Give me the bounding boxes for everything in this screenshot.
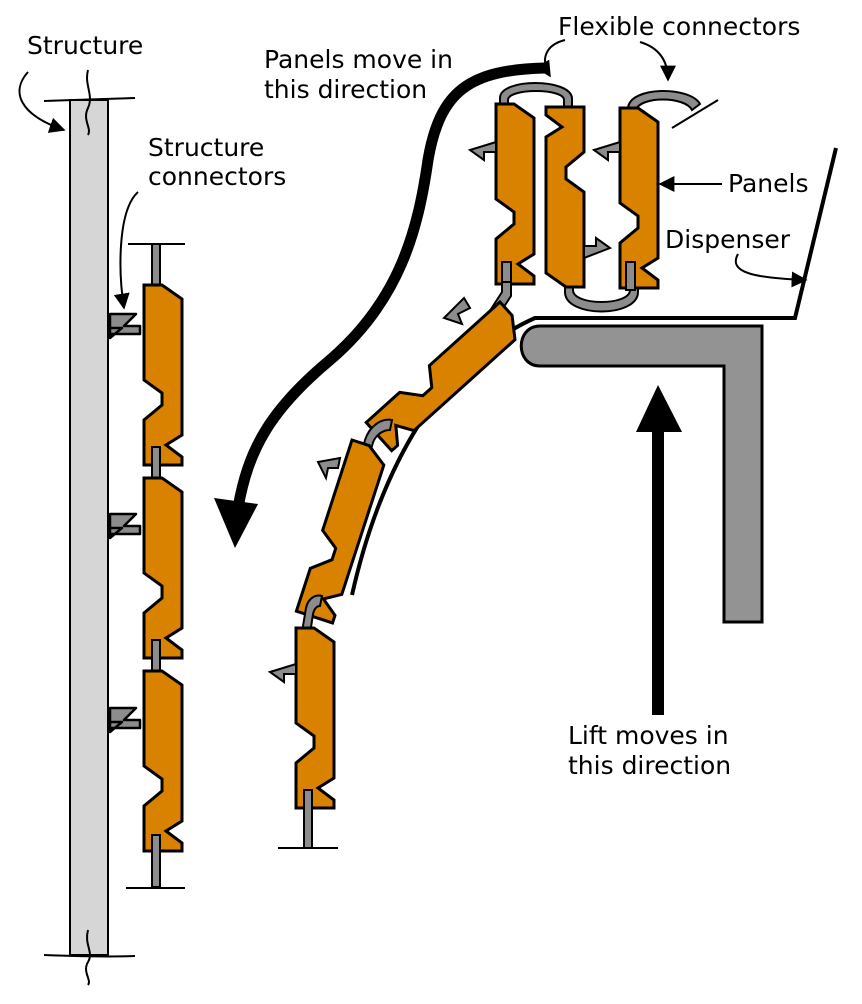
label-structure: Structure — [27, 31, 143, 60]
structure-break-symbol-top — [85, 69, 91, 136]
structure-break-symbol-bottom — [85, 929, 91, 986]
label-lift-moves-line1: Lift moves in — [568, 721, 729, 750]
folded-stub-3 — [625, 261, 636, 291]
chain-connector-3 — [300, 594, 324, 636]
label-structure-connectors-line2: connectors — [148, 162, 286, 191]
label-dispenser: Dispenser — [665, 225, 791, 254]
leader-dispenser — [735, 253, 808, 288]
panels-move-direction-arrow — [214, 62, 546, 548]
flexible-connector-top-2 — [627, 89, 702, 126]
label-panels-move-line2: this direction — [264, 75, 427, 104]
descending-clip-b — [316, 456, 342, 482]
folded-clip-2 — [591, 140, 621, 162]
structure-beam — [69, 99, 109, 956]
structure-connectors — [108, 312, 142, 734]
label-lift-moves-line2: this direction — [568, 751, 731, 780]
installed-top-stub — [151, 243, 161, 290]
installed-bottom-stub — [151, 834, 161, 888]
label-panels: Panels — [728, 169, 808, 198]
structure-connector-2 — [108, 512, 142, 540]
folded-panel-1 — [494, 102, 536, 286]
installed-panels — [126, 243, 185, 889]
leader-flexible-connectors-1 — [535, 39, 566, 78]
structure-connector-1 — [108, 312, 142, 340]
descending-panel-c — [294, 626, 336, 810]
descending-bottom-stub — [303, 789, 313, 849]
lift-direction-arrow — [636, 385, 682, 715]
installed-panel-2 — [142, 476, 184, 660]
lift-bracket — [519, 324, 764, 624]
descending-clip-c — [267, 662, 297, 684]
installed-panel-3 — [142, 669, 184, 853]
folded-clip-3 — [583, 236, 613, 260]
installed-panel-1 — [142, 283, 184, 467]
structure-connector-3 — [108, 706, 142, 734]
cut-line-right — [671, 99, 719, 129]
leader-structure — [18, 71, 66, 133]
label-structure-connectors-line1: Structure — [148, 133, 264, 162]
descending-clip-a — [442, 296, 472, 326]
label-panels-move-line1: Panels move in — [264, 45, 453, 74]
folded-clip-1 — [467, 140, 497, 162]
structure-column — [43, 69, 136, 986]
descending-panels — [267, 281, 527, 849]
descending-panel-b — [294, 438, 390, 625]
folded-panels — [467, 82, 719, 313]
leader-structure-connectors — [113, 191, 139, 310]
label-flexible-connectors: Flexible connectors — [558, 12, 800, 41]
folded-panel-2 — [544, 105, 586, 289]
leader-flexible-connectors-2 — [639, 41, 676, 82]
